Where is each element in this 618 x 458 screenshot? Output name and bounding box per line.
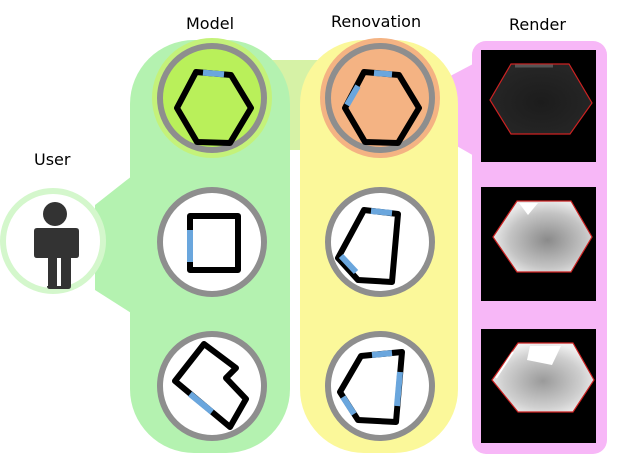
render-image-3 xyxy=(481,329,596,443)
renovation-node-3 xyxy=(325,331,435,441)
person-icon xyxy=(34,202,79,289)
renovation-node-2 xyxy=(325,187,435,297)
user-label: User xyxy=(34,150,71,169)
renovation-label: Renovation xyxy=(331,12,422,31)
renovation-node-1 xyxy=(325,43,435,153)
render-image-2 xyxy=(481,187,596,301)
model-label: Model xyxy=(186,14,235,33)
render-image-1 xyxy=(481,50,596,162)
model-node-2 xyxy=(157,187,267,297)
render-label: Render xyxy=(509,15,566,34)
model-node-3 xyxy=(157,331,267,441)
model-node-1 xyxy=(157,43,267,153)
